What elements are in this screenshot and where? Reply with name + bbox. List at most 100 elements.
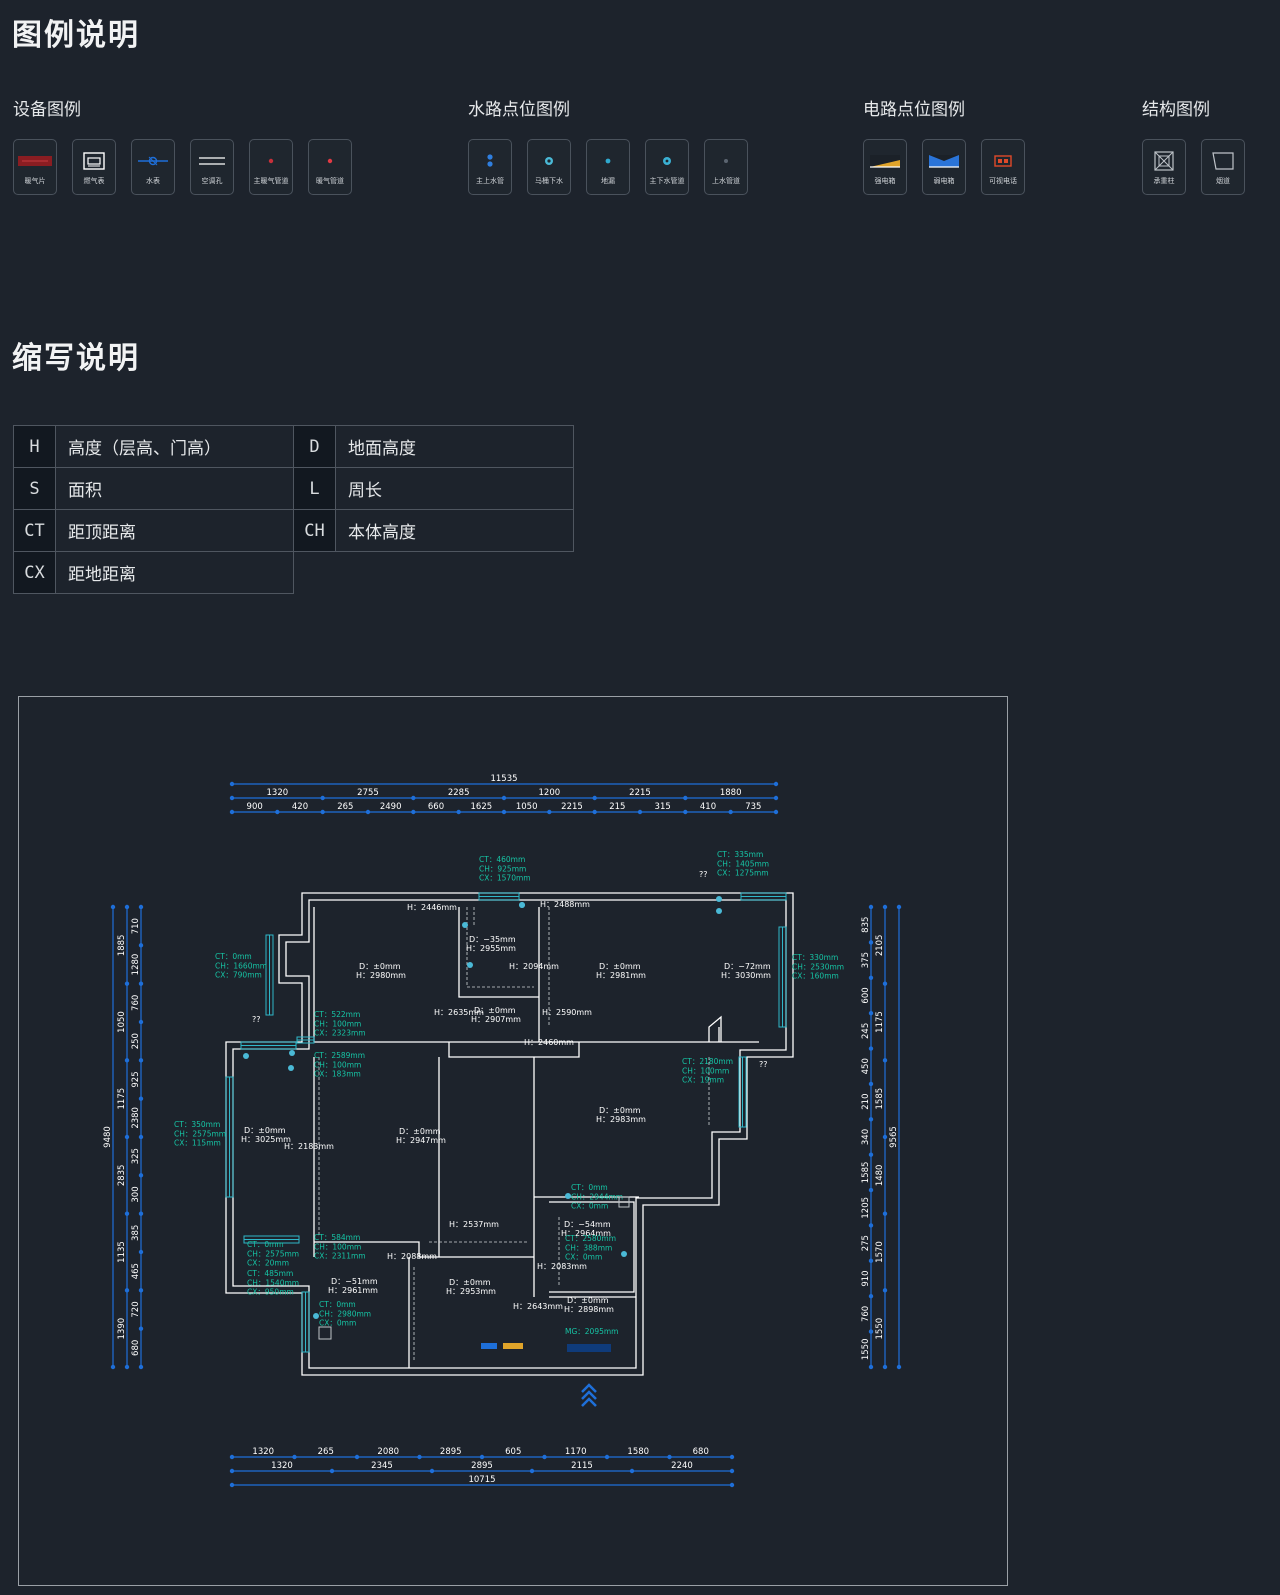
dimension-tick — [882, 981, 888, 986]
window-spec: CH：2575mm — [247, 1249, 299, 1258]
dimension-tick — [667, 1454, 672, 1460]
dimension-label: 680 — [693, 1447, 709, 1457]
dimension-label: 11535 — [490, 774, 517, 784]
dimension-label: 1550 — [861, 1338, 871, 1360]
window-spec: CT：2580mm — [565, 1234, 616, 1243]
window-spec: CH：100mm — [314, 1019, 361, 1028]
window-spec: CX：0mm — [571, 1202, 608, 1211]
window-spec: CX：160mm — [792, 972, 839, 981]
dimension-tick — [882, 1058, 888, 1063]
dimension-tick — [138, 1173, 144, 1178]
door-height: H：2446mm — [407, 903, 457, 912]
legend-item: 可视电话 — [981, 139, 1025, 195]
room-height: H：2907mm — [471, 1015, 521, 1024]
dimension-label: 420 — [292, 802, 308, 812]
abbr-key: CX — [13, 551, 56, 594]
dimension-label: 210 — [861, 1093, 871, 1109]
window-spec: CT：0mm — [247, 1240, 284, 1249]
low-voltage-box-icon — [923, 146, 965, 176]
legend-item-label: 主上水管 — [476, 177, 504, 185]
legend-item: 弱电箱 — [922, 139, 966, 195]
dimension-tick — [124, 1211, 130, 1216]
dimension-label: 1480 — [875, 1165, 885, 1187]
legend-category-title: 电路点位图例 — [863, 100, 965, 120]
dimension-tick — [896, 1364, 902, 1370]
legend-category-title: 水路点位图例 — [468, 100, 570, 120]
room-height: H：2983mm — [596, 1115, 646, 1124]
dimension-tick — [529, 1468, 535, 1474]
dimension-tick — [138, 1364, 144, 1370]
dimension-tick — [683, 809, 688, 815]
door-swings — [318, 907, 710, 1362]
power-box-icon — [503, 1343, 523, 1349]
legend-item-label: 空调孔 — [201, 177, 223, 185]
dimension-tick — [229, 781, 235, 787]
abbr-desc: 距顶距离 — [55, 509, 294, 552]
dimension-tick — [275, 809, 280, 815]
door-height: H：2643mm — [513, 1302, 563, 1311]
legend-item: 暖气管道 — [308, 139, 352, 195]
dimension-tick — [329, 1468, 335, 1474]
low-voltage-box-icon — [481, 1343, 497, 1349]
window-spec: CX：19mm — [682, 1076, 724, 1085]
dimension-label: 1200 — [539, 788, 561, 798]
window-spec: CX：0mm — [319, 1319, 356, 1328]
window-spec: CH：100mm — [314, 1060, 361, 1069]
dimension-tick — [320, 809, 325, 815]
dimension-tick — [896, 904, 902, 910]
abbr-desc: 地面高度 — [335, 425, 574, 468]
window-spec: CH：1405mm — [717, 859, 769, 868]
room-floor-level: D：±0mm — [449, 1278, 491, 1287]
dimension-tick — [868, 1294, 874, 1299]
dimension-tick — [124, 1288, 130, 1293]
dimension-tick — [728, 809, 733, 815]
window-spec: CT：522mm — [314, 1010, 360, 1019]
dimension-label: 265 — [318, 1447, 334, 1457]
entrance-mat — [567, 1344, 611, 1352]
floor-drain-icon — [587, 146, 629, 176]
legend-item: 水表 — [131, 139, 175, 195]
dimension-tick — [501, 795, 507, 801]
dimension-tick — [868, 975, 874, 980]
dimension-tick — [138, 1134, 144, 1140]
dimension-label: 600 — [861, 987, 871, 1003]
table-row: H 高度（层高、门高） D 地面高度 — [13, 425, 574, 468]
dimension-tick — [138, 1249, 144, 1255]
dimension-label: 1625 — [471, 802, 493, 812]
video-phone-icon — [982, 146, 1024, 176]
dimension-label: 315 — [655, 802, 671, 812]
table-row: CX 距地距离 — [13, 551, 574, 594]
heating-pipe-icon — [309, 146, 351, 176]
dimension-label: 1205 — [861, 1197, 871, 1219]
dimension-label: 2380 — [131, 1107, 141, 1129]
window-spec: CH：2530mm — [792, 962, 844, 971]
legend-item-label: 上水管道 — [712, 177, 740, 185]
dimension-label: 1585 — [861, 1162, 871, 1184]
abbr-desc: 高度（层高、门高） — [55, 425, 294, 468]
dimension-label: 605 — [505, 1447, 521, 1457]
door-height: H：2537mm — [449, 1220, 499, 1229]
dimension-label: 2240 — [671, 1461, 693, 1471]
entrance-arrow-icon — [581, 1383, 597, 1407]
door-height: H：2590mm — [542, 1008, 592, 1017]
water-point-icon — [243, 1053, 249, 1059]
water-point-icon — [288, 1065, 294, 1071]
legend-item-label: 地漏 — [601, 177, 615, 185]
legend-item-label: 可视电话 — [989, 177, 1017, 185]
door-height: H：2488mm — [540, 900, 590, 909]
water-point-icon — [716, 896, 722, 902]
ac-hole-icon — [191, 146, 233, 176]
legend-item: 空调孔 — [190, 139, 234, 195]
dimension-label: 1320 — [267, 788, 289, 798]
room-floor-level: D：±0mm — [359, 962, 401, 971]
dimension-tick — [229, 809, 235, 815]
room-floor-level: D：±0mm — [474, 1006, 516, 1015]
load-bearing-column-icon — [1143, 146, 1185, 176]
gas-meter-icon — [73, 146, 115, 176]
window-spec: CT：2180mm — [682, 1057, 733, 1066]
radiator-icon — [14, 146, 56, 176]
window-spec: CH：100mm — [682, 1066, 729, 1075]
abbr-key: CT — [13, 509, 56, 552]
window-spec: CH：1540mm — [247, 1278, 299, 1287]
window-spec: CX：115mm — [174, 1139, 221, 1148]
